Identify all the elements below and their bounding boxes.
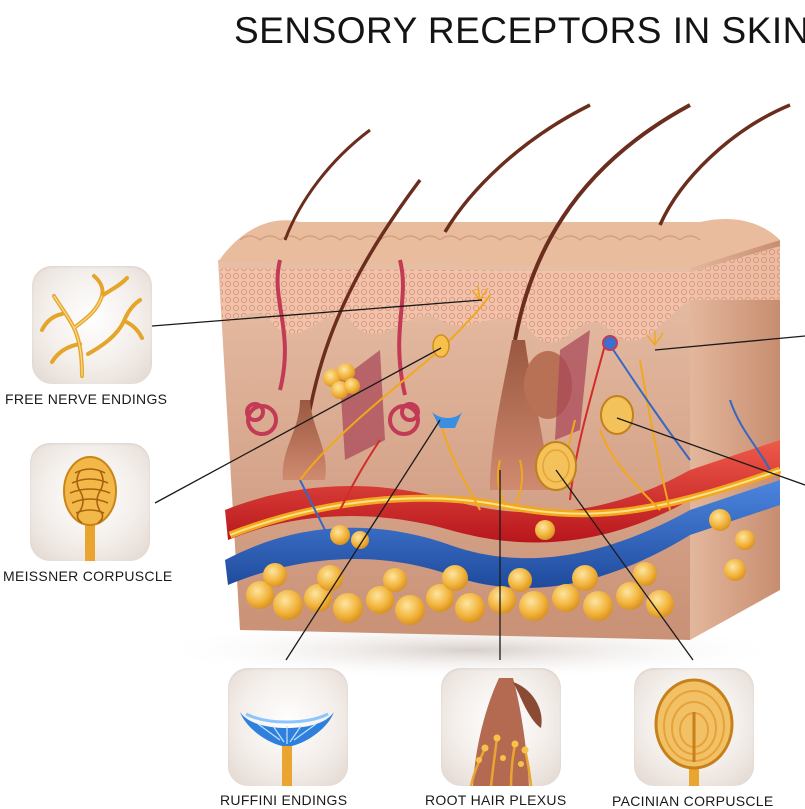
label-free-nerve-endings: FREE NERVE ENDINGS [5,391,168,407]
touch-receptor-marker [602,335,618,351]
pacinian-corpuscle-tile [634,668,754,786]
hair-shaft [283,128,371,241]
hair-shaft [443,103,591,233]
root-hair-follicle [490,340,550,490]
label-pacinian-corpuscle: PACINIAN CORPUSCLE [612,793,774,809]
meissner-corpuscle-tile [30,443,150,561]
sweat-gland-coils [245,259,420,436]
hair-shaft [658,103,791,226]
skin-surface [218,219,780,268]
label-root-hair-plexus: ROOT HAIR PLEXUS [425,792,567,808]
ruffini-marker [432,412,462,428]
subcutaneous-fat [246,509,755,625]
free-nerve-endings-icon [40,274,144,378]
meissner-corpuscle-icon [63,456,117,561]
pacinian-corpuscle-icon [654,678,734,786]
pacinian-marker [535,395,634,491]
root-hair-plexus-tile [441,668,561,786]
hair-shaft [513,103,691,341]
page-title: SENSORY RECEPTORS IN SKIN [234,10,805,51]
ruffini-endings-icon [240,712,334,786]
ruffini-endings-tile [228,668,348,786]
hair-follicle [282,400,326,480]
root-hair-plexus-icon [469,678,542,786]
free-nerve-endings-tile [32,266,152,384]
label-meissner-corpuscle: MEISSNER CORPUSCLE [3,568,173,584]
label-ruffini-endings: RUFFINI ENDINGS [220,792,348,808]
artery [225,440,780,543]
epidermis-cell-layer [220,268,690,343]
meissner-marker [432,334,450,358]
free-nerve-marker [471,285,664,346]
skin-surface-texture [239,235,701,241]
leader-lines [151,299,805,661]
